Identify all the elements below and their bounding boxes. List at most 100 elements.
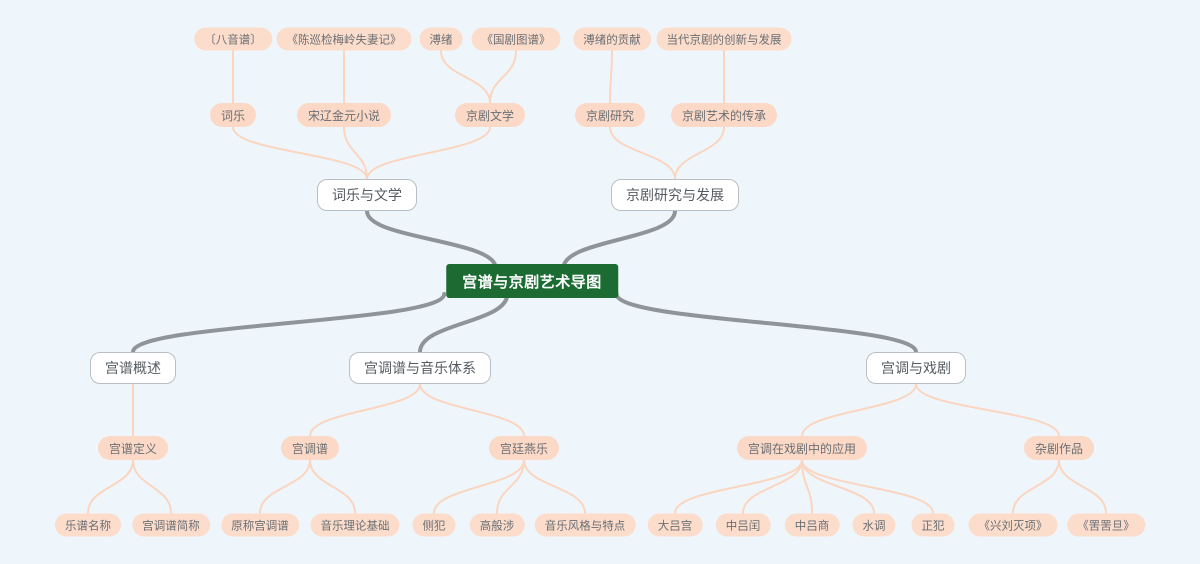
leaf-node[interactable]: 《国剧图谱》 xyxy=(471,27,561,51)
node-label: 《罟罟旦》 xyxy=(1077,520,1135,532)
edge-minor xyxy=(87,459,134,514)
leaf-node[interactable]: 音乐理论基础 xyxy=(310,513,400,537)
branch-node[interactable]: 宫调与戏剧 xyxy=(866,352,966,384)
node-label: 《国剧图谱》 xyxy=(481,34,551,46)
branch-node[interactable]: 京剧研究与发展 xyxy=(611,179,739,211)
leaf-node[interactable]: 宫调谱 xyxy=(280,436,340,460)
node-label: 宫调谱简称 xyxy=(142,520,200,532)
node-label: 词乐 xyxy=(220,108,246,123)
leaf-node[interactable]: 侧犯 xyxy=(412,513,456,537)
node-label: 〔八音谱〕 xyxy=(204,34,262,46)
node-label: 音乐理论基础 xyxy=(320,520,390,532)
node-label: 宋辽金元小说 xyxy=(307,108,381,123)
leaf-node[interactable]: 京剧文学 xyxy=(454,103,526,127)
leaf-node[interactable]: 溥绪的贡献 xyxy=(573,27,651,51)
branch-node[interactable]: 词乐与文学 xyxy=(317,179,417,211)
edge-minor xyxy=(309,383,421,437)
node-label: 音乐风格与特点 xyxy=(544,520,626,532)
node-label: 京剧艺术的传承 xyxy=(681,108,767,123)
edge-minor xyxy=(674,126,725,180)
node-label: 《陈巡检梅岭失妻记》 xyxy=(286,34,402,46)
edge-minor xyxy=(366,126,491,180)
node-label: 京剧研究与发展 xyxy=(626,187,724,203)
node-label: 当代京剧的创新与发展 xyxy=(666,34,782,46)
node-label: 京剧研究 xyxy=(585,108,635,123)
edge-minor xyxy=(915,383,1060,437)
edge-minor xyxy=(343,126,368,180)
node-label: 中吕商 xyxy=(794,520,830,532)
leaf-node[interactable]: 乐谱名称 xyxy=(55,513,121,537)
leaf-node[interactable]: 《兴刘灭项》 xyxy=(968,513,1058,537)
edge-minor xyxy=(801,459,934,514)
edge-major xyxy=(131,292,447,354)
leaf-node[interactable]: 〔八音谱〕 xyxy=(194,27,272,51)
edge-minor xyxy=(232,126,368,180)
node-label: 水调 xyxy=(862,520,886,532)
edge-minor xyxy=(1012,459,1060,514)
node-label: 京剧文学 xyxy=(465,108,515,123)
node-label: 宫调谱 xyxy=(291,441,329,456)
branch-node[interactable]: 宫调谱与音乐体系 xyxy=(349,352,491,384)
node-label: 宫谱概述 xyxy=(105,360,161,376)
leaf-node[interactable]: 溥绪 xyxy=(419,27,463,51)
branch-node[interactable]: 宫谱概述 xyxy=(90,352,176,384)
node-label: 高般涉 xyxy=(479,520,515,532)
node-label: 原称宫调谱 xyxy=(231,520,289,532)
edge-minor xyxy=(1058,459,1107,514)
leaf-node[interactable]: 宫谱定义 xyxy=(97,436,169,460)
node-label: 宫调谱与音乐体系 xyxy=(364,360,476,376)
edge-major xyxy=(418,292,510,354)
node-label: 正犯 xyxy=(921,520,945,532)
root-node[interactable]: 宫谱与京剧艺术导图 xyxy=(446,264,618,298)
node-label: 乐谱名称 xyxy=(65,520,111,532)
leaf-node[interactable]: 京剧艺术的传承 xyxy=(670,103,778,127)
leaf-node[interactable]: 原称宫调谱 xyxy=(221,513,299,537)
edge-major xyxy=(614,292,918,354)
edge-minor xyxy=(496,459,525,514)
edge-minor xyxy=(489,50,517,104)
edge-minor xyxy=(440,50,491,104)
edge-minor xyxy=(609,50,613,104)
leaf-node[interactable]: 杂剧作品 xyxy=(1023,436,1095,460)
edge-minor xyxy=(742,459,803,514)
node-label: 宫调在戏剧中的应用 xyxy=(747,441,857,456)
leaf-node[interactable]: 水调 xyxy=(852,513,896,537)
leaf-node[interactable]: 宫调在戏剧中的应用 xyxy=(736,436,868,460)
node-label: 溥绪的贡献 xyxy=(583,34,641,46)
node-label: 词乐与文学 xyxy=(332,187,402,203)
node-label: 溥绪 xyxy=(429,34,453,46)
leaf-node[interactable]: 京剧研究 xyxy=(574,103,646,127)
node-label: 宫廷燕乐 xyxy=(499,441,549,456)
leaf-node[interactable]: 音乐风格与特点 xyxy=(534,513,636,537)
leaf-node[interactable]: 宫调谱简称 xyxy=(132,513,210,537)
node-label: 《兴刘灭项》 xyxy=(978,520,1048,532)
leaf-node[interactable]: 《陈巡检梅岭失妻记》 xyxy=(276,27,412,51)
leaf-node[interactable]: 高般涉 xyxy=(469,513,525,537)
node-label: 杂剧作品 xyxy=(1034,441,1084,456)
node-label: 宫谱与京剧艺术导图 xyxy=(462,273,602,291)
leaf-node[interactable]: 宫廷燕乐 xyxy=(488,436,560,460)
node-label: 宫调与戏剧 xyxy=(881,360,951,376)
leaf-node[interactable]: 中吕商 xyxy=(784,513,840,537)
edge-major xyxy=(365,209,498,270)
edge-minor xyxy=(801,459,813,514)
leaf-node[interactable]: 宋辽金元小说 xyxy=(296,103,392,127)
leaf-node[interactable]: 中吕闰 xyxy=(715,513,771,537)
edge-minor xyxy=(259,459,311,514)
node-label: 中吕闰 xyxy=(725,520,761,532)
node-label: 宫谱定义 xyxy=(108,441,158,456)
node-label: 大吕宫 xyxy=(657,520,693,532)
leaf-node[interactable]: 正犯 xyxy=(911,513,955,537)
leaf-node[interactable]: 大吕宫 xyxy=(647,513,703,537)
leaf-node[interactable]: 《罟罟旦》 xyxy=(1067,513,1145,537)
node-label: 侧犯 xyxy=(422,520,446,532)
edge-minor xyxy=(609,126,676,180)
edge-minor xyxy=(674,459,803,514)
edge-minor xyxy=(132,459,172,514)
edge-minor xyxy=(309,459,356,514)
edge-minor xyxy=(433,459,525,514)
edge-minor xyxy=(419,383,525,437)
leaf-node[interactable]: 当代京剧的创新与发展 xyxy=(656,27,792,51)
leaf-node[interactable]: 词乐 xyxy=(209,103,257,127)
